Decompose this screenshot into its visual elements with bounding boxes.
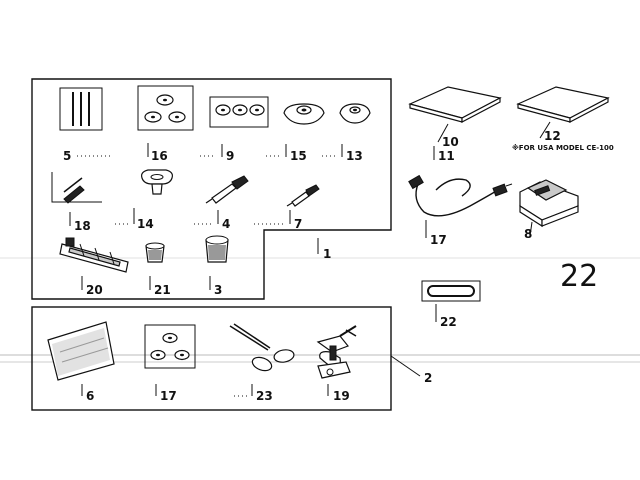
screwdriver-icon (142, 170, 173, 194)
label-9: 9 (226, 149, 234, 163)
accessory-box-1 (32, 79, 391, 299)
seam-ripper-icon (52, 172, 102, 203)
label-1: 1 (323, 247, 331, 261)
hemmer-icon (318, 326, 356, 378)
label-10: 10 (442, 135, 459, 149)
label-14: 14 (137, 217, 154, 231)
label-22: 22 (440, 315, 457, 329)
label-19: 19 (333, 389, 350, 403)
label-2: 2 (424, 371, 432, 385)
label-17-lower: 17 (160, 389, 177, 403)
presser-foot-icon (60, 238, 128, 272)
label-5: 5 (63, 149, 71, 163)
page-number: 22 (560, 259, 598, 294)
manual-icon (410, 87, 500, 122)
label-4: 4 (222, 217, 230, 231)
felt-icon (206, 236, 228, 262)
bobbin-icon (138, 86, 193, 130)
label-15: 15 (290, 149, 307, 163)
label-21: 21 (154, 283, 171, 297)
power-cord-icon (409, 176, 512, 216)
screwdriver-icon (287, 185, 319, 206)
bobbin-icon (210, 97, 268, 127)
belt-icon (422, 281, 480, 301)
scissors-icon (230, 324, 295, 373)
label-11: 11 (438, 149, 455, 163)
label-7: 7 (294, 217, 302, 231)
needles-icon (60, 88, 102, 130)
felt-icon (146, 243, 164, 262)
manual-icon (518, 87, 608, 122)
label-18: 18 (74, 219, 91, 233)
pouch-icon (48, 322, 114, 380)
label-6: 6 (86, 389, 94, 403)
spool-cap-icon (284, 104, 324, 124)
spool-cap-icon (340, 104, 370, 123)
label-8: 8 (524, 227, 532, 241)
screwdriver-icon (206, 176, 248, 203)
label-3: 3 (214, 283, 222, 297)
label-17-cord: 17 (430, 233, 447, 247)
model-note: ※FOR USA MODEL CE-100 (512, 143, 614, 152)
label-23: 23 (256, 389, 273, 403)
label-16: 16 (151, 149, 168, 163)
label-13: 13 (346, 149, 363, 163)
label-12: 12 (544, 129, 561, 143)
foot-controller-icon (520, 180, 578, 226)
label-20: 20 (86, 283, 103, 297)
